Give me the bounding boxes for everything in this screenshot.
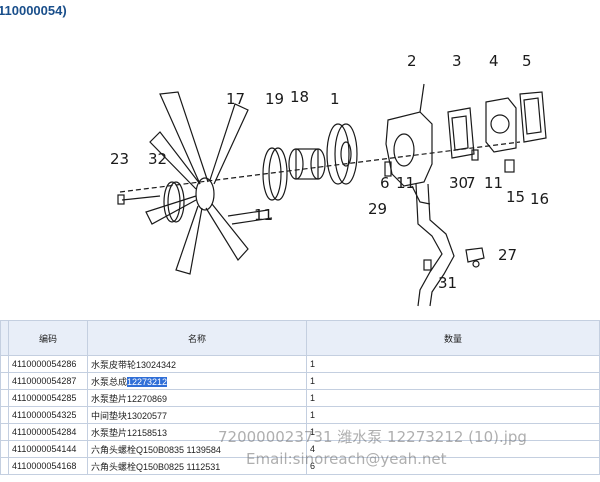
parts-table: 编码 名称 数量 4110000054286 水泵皮带轮13024342 1 4… (0, 320, 600, 475)
callout-31: 31 (438, 274, 457, 292)
table-row: 4110000054168 六角头螺栓Q150B0825 1112531 6 (0, 457, 600, 475)
callout-17: 17 (226, 90, 245, 108)
table-row: 4110000054285 水泵垫片12270869 1 (0, 389, 600, 407)
column-header-code: 编码 (8, 320, 88, 356)
clamp-27 (465, 247, 485, 268)
spacer-block-4 (485, 97, 517, 153)
table-header-blank (0, 320, 9, 356)
callout-11a: 11 (396, 174, 415, 192)
cell-code: 4110000054285 (8, 389, 88, 407)
callout-19: 19 (265, 90, 284, 108)
hose-29 (415, 183, 455, 307)
bolt-23 (117, 194, 161, 205)
callout-6: 6 (380, 174, 390, 192)
cell-name: 水泵总成12273212 (87, 372, 307, 390)
cell-name: 六角头螺栓Q150B0825 1112531 (87, 457, 307, 475)
plug-31 (423, 259, 432, 271)
table-row: 4110000054144 六角头螺栓Q150B0835 1139584 4 (0, 440, 600, 458)
gasket-3 (447, 107, 475, 159)
cell-code: 4110000054287 (8, 372, 88, 390)
gasket-5 (519, 91, 547, 143)
callout-32: 32 (148, 150, 167, 168)
cell-qty: 6 (306, 457, 600, 475)
callout-27: 27 (498, 246, 517, 264)
cell-qty: 1 (306, 389, 600, 407)
cell-qty: 1 (306, 406, 600, 424)
cell-qty: 1 (306, 423, 600, 441)
callout-7: 7 (466, 174, 476, 192)
cell-name: 水泵垫片12270869 (87, 389, 307, 407)
callout-11b: 11 (254, 206, 273, 224)
column-header-qty: 数量 (306, 320, 600, 356)
table-row: 4110000054325 中间垫块13020577 1 (0, 406, 600, 424)
cell-name: 水泵垫片12158513 (87, 423, 307, 441)
callout-16: 16 (530, 190, 549, 208)
water-pump-2 (385, 83, 433, 205)
cell-code: 4110000054325 (8, 406, 88, 424)
page-header: 110000054) (0, 0, 600, 22)
assembly-axis (119, 141, 521, 193)
table-row: 4110000054284 水泵垫片12158513 1 (0, 423, 600, 441)
cell-qty: 4 (306, 440, 600, 458)
callout-15: 15 (506, 188, 525, 206)
callout-18: 18 (290, 88, 309, 106)
parts-diagram: 1 2 3 4 5 6 7 11 11 11 15 16 17 18 19 23… (0, 24, 600, 314)
spacer-18 (288, 148, 326, 180)
cell-code: 4110000054168 (8, 457, 88, 475)
callout-30: 30 (449, 174, 468, 192)
text-selection-highlight[interactable]: 12273212 (127, 376, 168, 387)
cell-qty: 1 (306, 355, 600, 373)
callout-4: 4 (489, 52, 499, 70)
cell-qty: 1 (306, 372, 600, 390)
part-15 (504, 159, 515, 173)
callout-1: 1 (330, 90, 340, 108)
callout-5: 5 (522, 52, 532, 70)
cell-code: 4110000054286 (8, 355, 88, 373)
table-row: 4110000054286 水泵皮带轮13024342 1 (0, 355, 600, 373)
callout-11c: 11 (484, 174, 503, 192)
fan (145, 91, 249, 275)
bolt-6 (384, 161, 392, 177)
table-header-row: 编码 名称 数量 (0, 320, 600, 356)
cell-code: 4110000054284 (8, 423, 88, 441)
cell-name: 六角头螺栓Q150B0835 1139584 (87, 440, 307, 458)
hub-19 (227, 147, 288, 225)
cell-name: 水泵皮带轮13024342 (87, 355, 307, 373)
cell-name-text: 水泵总成 (91, 376, 128, 387)
bolt-7 (471, 149, 479, 161)
table-row: 4110000054287 水泵总成12273212 1 (0, 372, 600, 390)
callout-29: 29 (368, 200, 387, 218)
callout-3: 3 (452, 52, 462, 70)
cell-name: 中间垫块13020577 (87, 406, 307, 424)
spacer-32 (163, 181, 185, 223)
callout-2: 2 (407, 52, 417, 70)
cell-code: 4110000054144 (8, 440, 88, 458)
column-header-name: 名称 (87, 320, 307, 356)
exploded-view-drawing: 1 2 3 4 5 6 7 11 11 11 15 16 17 18 19 23… (110, 52, 549, 307)
pulley-1 (326, 123, 358, 185)
callout-23: 23 (110, 150, 129, 168)
document-title: 110000054) (0, 3, 67, 18)
